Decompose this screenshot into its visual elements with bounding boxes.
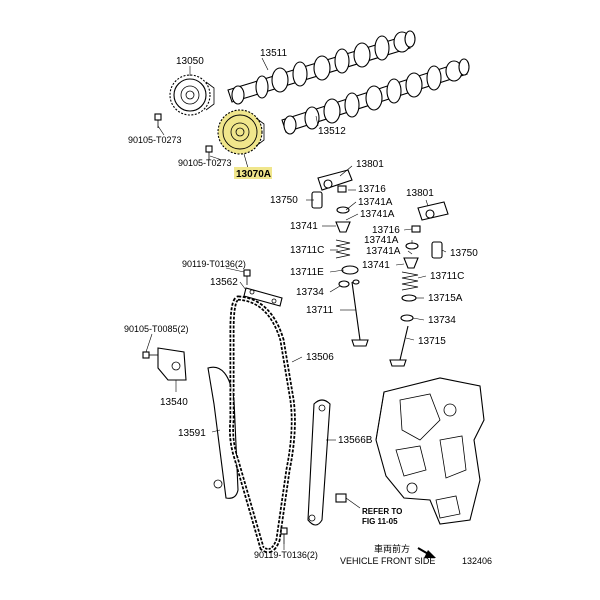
label-13715: 13715 bbox=[418, 336, 446, 347]
label-13711C-right: 13711C bbox=[430, 271, 464, 282]
camshaft-13511 bbox=[227, 30, 416, 105]
vehicle-front-en: VEHICLE FRONT SIDE bbox=[340, 556, 435, 566]
label-13741-left: 13741 bbox=[290, 221, 318, 232]
label-13741A-left-2: 13741A bbox=[360, 209, 395, 220]
label-13511: 13511 bbox=[260, 48, 288, 59]
valve-cap-13716-right bbox=[411, 225, 421, 233]
bolt-90105-T0085 bbox=[142, 351, 158, 359]
label-13716-right: 13716 bbox=[372, 225, 400, 236]
rocker-arm-13801-right bbox=[417, 201, 449, 221]
label-13512: 13512 bbox=[318, 126, 346, 137]
refer-text-line2: FIG 11-05 bbox=[362, 517, 398, 526]
bolt-90119-T0136-upper bbox=[243, 269, 251, 285]
valve-13715-exhaust bbox=[389, 325, 409, 367]
bolt-90119-T0136-lower bbox=[280, 527, 288, 544]
label-13734-right: 13734 bbox=[428, 315, 456, 326]
seat-13715A bbox=[401, 294, 417, 302]
label-13070A-highlight bbox=[234, 167, 272, 179]
engine-block-outline bbox=[375, 377, 485, 525]
label-13070A: 13070A bbox=[236, 169, 271, 180]
valve-13711-intake bbox=[351, 279, 369, 347]
refer-text-line1: REFER TO bbox=[362, 507, 402, 516]
refer-marker bbox=[335, 493, 361, 509]
label-13711C-left: 13711C bbox=[290, 245, 324, 256]
label-13591: 13591 bbox=[178, 428, 206, 439]
spring-13711C-right bbox=[401, 271, 419, 291]
bolt-90105-T0273-upper bbox=[154, 113, 162, 128]
label-13741-right: 13741 bbox=[362, 260, 390, 271]
vehicle-front-arrow bbox=[417, 547, 436, 558]
figure-number: 132406 bbox=[462, 556, 492, 566]
label-13711E: 13711E bbox=[290, 267, 324, 278]
seat-13711E bbox=[341, 265, 359, 275]
chain-guide-13562 bbox=[243, 287, 283, 307]
camshaft-timing-sprocket-13070A bbox=[217, 109, 265, 155]
spring-13711C-left bbox=[335, 239, 351, 259]
label-13715A: 13715A bbox=[428, 293, 463, 304]
camshaft-13512 bbox=[281, 58, 470, 135]
rocker-arm-13801-left bbox=[317, 169, 353, 191]
label-13566B: 13566B bbox=[338, 435, 373, 446]
lash-adjuster-13750-right bbox=[431, 241, 443, 259]
label-13562: 13562 bbox=[210, 277, 238, 288]
label-13540: 13540 bbox=[160, 397, 188, 408]
label-13741A-left-1: 13741A bbox=[358, 197, 393, 208]
label-13801-left: 13801 bbox=[356, 159, 384, 170]
label-13050: 13050 bbox=[176, 56, 204, 67]
bolt-90105-T0273-lower bbox=[205, 145, 213, 160]
label-13741A-right-1: 13741A bbox=[364, 235, 399, 246]
label-13750-right: 13750 bbox=[450, 248, 478, 259]
label-90105-T0273-lower: 90105-T0273 bbox=[178, 158, 232, 168]
label-13750-left: 13750 bbox=[270, 195, 298, 206]
label-13801-right: 13801 bbox=[406, 188, 434, 199]
label-13716-left: 13716 bbox=[358, 184, 386, 195]
timing-chain-13506 bbox=[229, 295, 296, 554]
vehicle-front-jp: 車両前方 bbox=[374, 543, 410, 554]
label-13741A-right-2: 13741A bbox=[366, 246, 401, 257]
chain-tensioner-13540 bbox=[157, 347, 187, 381]
tensioner-arm-13591 bbox=[207, 366, 239, 499]
chain-guide-13566B bbox=[307, 399, 331, 526]
label-90105-T0085: 90105-T0085(2) bbox=[124, 324, 189, 334]
label-90119-T0136-upper: 90119-T0136(2) bbox=[182, 259, 246, 269]
retainer-13741-left bbox=[335, 206, 351, 233]
label-90105-T0273-upper: 90105-T0273 bbox=[128, 135, 182, 145]
label-13506: 13506 bbox=[306, 352, 334, 363]
retainer-13741-right bbox=[403, 242, 419, 269]
seal-13734-right bbox=[400, 314, 414, 322]
label-90119-T0136-lower: 90119-T0136(2) bbox=[254, 550, 318, 560]
camshaft-timing-gear-13050 bbox=[169, 74, 215, 116]
label-13734-left: 13734 bbox=[296, 287, 324, 298]
label-13711: 13711 bbox=[306, 305, 334, 316]
seal-13734-left bbox=[338, 280, 350, 288]
valve-cap-13716-left bbox=[337, 185, 347, 193]
